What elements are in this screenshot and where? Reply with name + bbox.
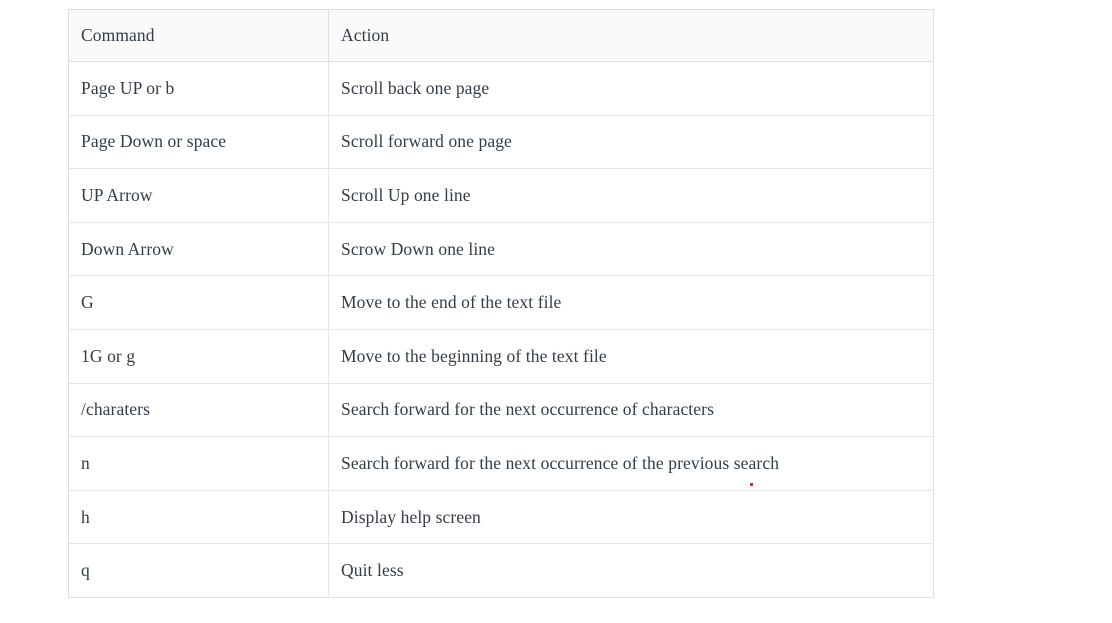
cell-action: Scroll Up one line — [328, 168, 934, 223]
cell-command: q — [68, 543, 329, 598]
cell-action: Search forward for the next occurrence o… — [328, 436, 934, 491]
table-row: h Display help screen — [68, 490, 934, 545]
cell-action: Scroll forward one page — [328, 115, 934, 170]
cell-action: Move to the beginning of the text file — [328, 329, 934, 384]
table-header-row: Command Action — [68, 9, 934, 62]
table-body: Page UP or b Scroll back one page Page D… — [68, 61, 934, 598]
cell-command: n — [68, 436, 329, 491]
table-row: 1G or g Move to the beginning of the tex… — [68, 329, 934, 384]
table-row: /charaters Search forward for the next o… — [68, 383, 934, 438]
cell-action: Quit less — [341, 560, 404, 581]
cell-command: 1G or g — [68, 329, 329, 384]
table-row: G Move to the end of the text file — [68, 275, 934, 330]
table-row: q Quit less — [68, 543, 934, 598]
table-row: Page UP or b Scroll back one page — [68, 61, 934, 116]
cell-action: Display help screen — [328, 490, 934, 545]
cell-command: Down Arrow — [68, 222, 329, 277]
cell-action: Move to the end of the text file — [328, 275, 934, 330]
cell-command: Page Down or space — [68, 115, 329, 170]
table-row: Down Arrow Scrow Down one line — [68, 222, 934, 277]
red-dot-marker — [750, 483, 753, 486]
cell-command: G — [68, 275, 329, 330]
cell-command: UP Arrow — [68, 168, 329, 223]
column-header-command: Command — [68, 9, 329, 62]
table-row: n Search forward for the next occurrence… — [68, 436, 934, 491]
table-row: Page Down or space Scroll forward one pa… — [68, 115, 934, 170]
keybindings-table: Command Action Page UP or b Scroll back … — [68, 9, 934, 598]
table-header: Command Action — [68, 9, 934, 62]
column-header-action: Action — [328, 9, 934, 62]
cell-action: Scroll back one page — [328, 61, 934, 116]
cell-command: /charaters — [68, 383, 329, 438]
cell-action: Search forward for the next occurrence o… — [328, 383, 934, 438]
cell-command: Page UP or b — [68, 61, 329, 116]
cell-action: Scrow Down one line — [328, 222, 934, 277]
table-row: UP Arrow Scroll Up one line — [68, 168, 934, 223]
cell-command: h — [68, 490, 329, 545]
